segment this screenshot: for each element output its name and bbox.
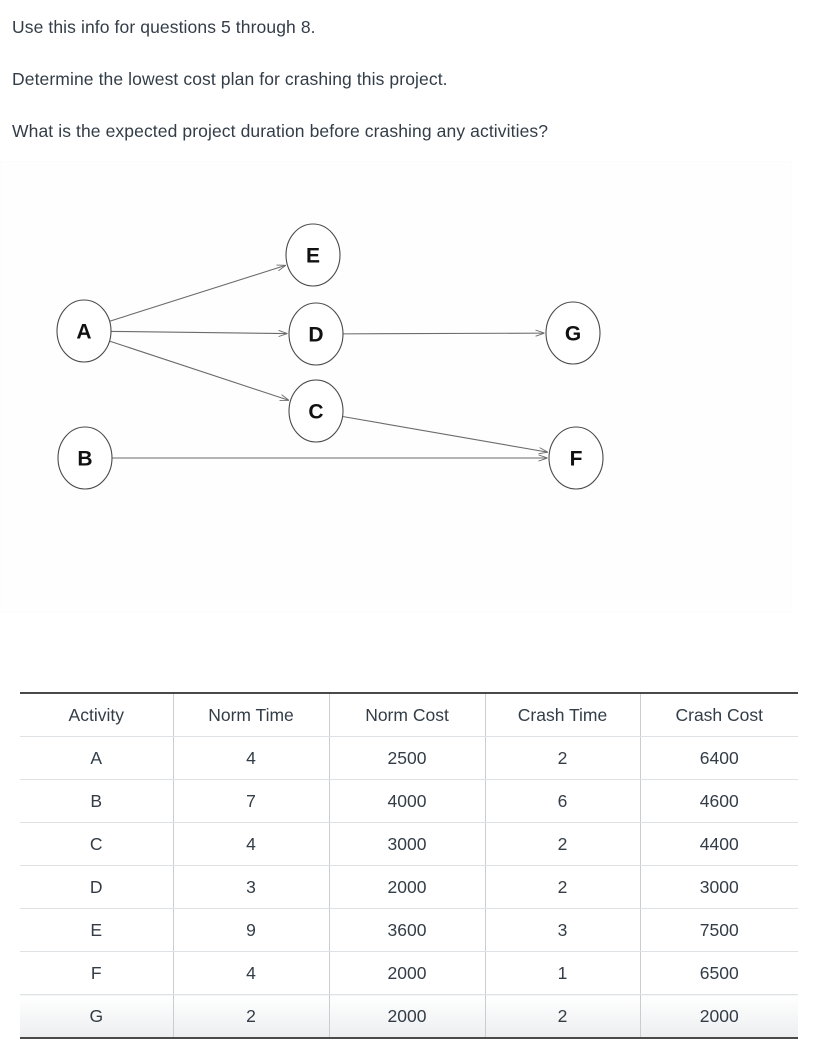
- node-e: E: [285, 223, 341, 287]
- cell-crash-time: 2: [485, 865, 641, 909]
- cell-norm-time: 4: [173, 951, 330, 995]
- cell-norm-cost: 3600: [329, 908, 486, 952]
- node-ellipse-b: [57, 426, 113, 490]
- node-ellipse-f: [548, 426, 604, 490]
- cell-crash-cost: 3000: [640, 865, 798, 909]
- cell-crash-time: 2: [485, 822, 641, 866]
- node-ellipse-a: [56, 299, 112, 363]
- crash-data-table-wrapper: Activity Norm Time Norm Cost Crash Time …: [20, 692, 798, 1039]
- cell-norm-cost: 2000: [329, 865, 486, 909]
- cell-activity: B: [20, 779, 174, 823]
- edge-d-to-g: [342, 333, 544, 334]
- column-header-crash-cost: Crash Cost: [640, 693, 798, 737]
- cell-crash-cost: 4600: [640, 779, 798, 823]
- cell-activity: C: [20, 822, 174, 866]
- network-diagram-panel: A B C D E F G: [0, 160, 792, 613]
- cell-norm-cost: 4000: [329, 779, 486, 823]
- edge-c-to-f: [342, 415, 548, 452]
- node-ellipse-c: [288, 379, 344, 443]
- edge-layer: [109, 265, 548, 458]
- node-ellipse-g: [545, 301, 601, 365]
- cell-crash-time: 3: [485, 908, 641, 952]
- cell-activity: D: [20, 865, 174, 909]
- node-f: F: [548, 426, 604, 490]
- cell-norm-time: 2: [173, 994, 330, 1038]
- node-layer: A B C D E F G: [56, 223, 604, 490]
- network-diagram-svg: A B C D E F G: [56, 223, 604, 490]
- node-label-d: D: [308, 323, 323, 346]
- cell-crash-cost: 2000: [640, 994, 798, 1038]
- prompt-question: What is the expected project duration be…: [12, 120, 549, 141]
- node-label-a: A: [76, 320, 91, 343]
- cell-crash-cost: 6500: [640, 951, 798, 995]
- node-label-f: F: [570, 447, 583, 470]
- column-header-norm-time: Norm Time: [173, 693, 330, 737]
- node-label-c: C: [308, 400, 323, 423]
- node-c: C: [288, 379, 344, 443]
- cell-crash-time: 2: [485, 736, 641, 780]
- cell-crash-cost: 6400: [640, 736, 798, 780]
- node-a: A: [56, 299, 112, 363]
- crash-data-table: Activity Norm Time Norm Cost Crash Time …: [20, 692, 798, 1039]
- edge-a-to-e: [109, 265, 286, 322]
- cell-crash-time: 2: [485, 994, 641, 1038]
- prompt-line-1: Use this info for questions 5 through 8.: [12, 17, 316, 37]
- column-header-activity: Activity: [20, 693, 174, 737]
- column-header-norm-cost: Norm Cost: [329, 693, 486, 737]
- cell-norm-time: 7: [173, 779, 330, 823]
- cell-norm-cost: 2000: [329, 994, 486, 1038]
- node-ellipse-e: [285, 223, 341, 287]
- cell-crash-time: 1: [485, 951, 641, 995]
- cell-norm-cost: 2000: [329, 951, 486, 995]
- cell-crash-time: 6: [485, 779, 641, 823]
- edge-a-to-d: [110, 331, 287, 333]
- table-header-row: Activity Norm Time Norm Cost Crash Time …: [20, 693, 798, 737]
- node-g: G: [545, 301, 601, 365]
- node-label-g: G: [565, 322, 581, 345]
- cell-norm-time: 9: [173, 908, 330, 952]
- cell-activity: A: [20, 736, 174, 780]
- cell-activity: G: [20, 994, 174, 1038]
- cell-norm-time: 4: [173, 822, 330, 866]
- node-label-e: E: [306, 244, 320, 267]
- node-ellipse-d: [288, 302, 344, 366]
- cell-crash-cost: 4400: [640, 822, 798, 866]
- cell-norm-time: 3: [173, 865, 330, 909]
- cell-norm-cost: 3000: [329, 822, 486, 866]
- column-header-crash-time: Crash Time: [485, 693, 641, 737]
- node-b: B: [57, 426, 113, 490]
- prompt-line-2: Determine the lowest cost plan for crash…: [12, 68, 448, 89]
- node-d: D: [288, 302, 344, 366]
- cell-activity: F: [20, 951, 174, 995]
- cell-norm-cost: 2500: [329, 736, 486, 780]
- cell-crash-cost: 7500: [640, 908, 798, 952]
- cell-norm-time: 4: [173, 736, 330, 780]
- node-label-b: B: [77, 447, 92, 470]
- edge-a-to-c: [109, 340, 289, 400]
- cell-activity: E: [20, 908, 174, 952]
- prompt-block: Use this info for questions 5 through 8.…: [0, 17, 819, 143]
